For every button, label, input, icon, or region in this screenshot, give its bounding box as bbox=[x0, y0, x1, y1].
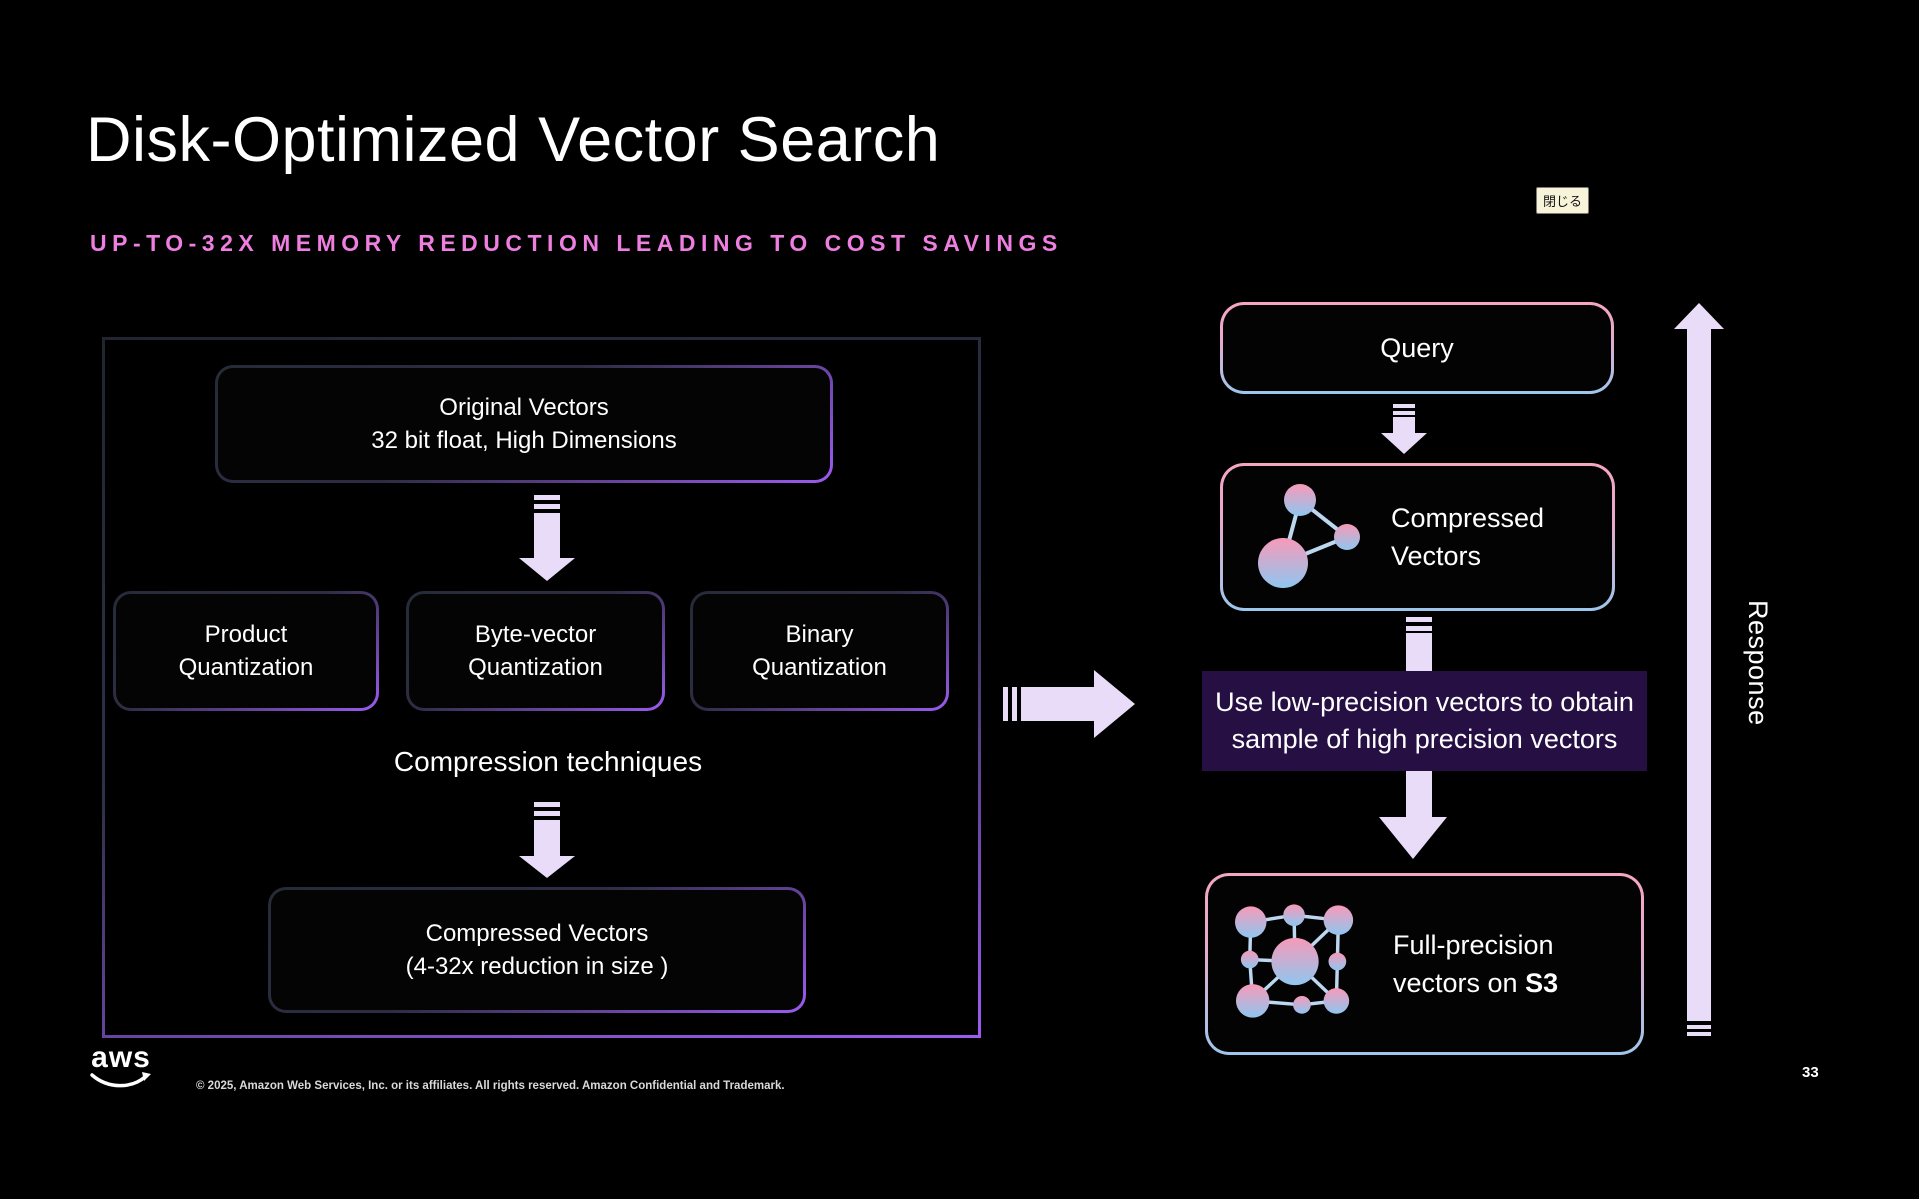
query-label: Query bbox=[1380, 332, 1454, 363]
full-precision-line2-prefix: vectors on bbox=[1393, 968, 1526, 998]
original-vectors-line2: 32 bit float, High Dimensions bbox=[371, 427, 677, 454]
down-block-arrow-icon bbox=[519, 802, 575, 878]
full-precision-line1: Full-precision bbox=[1393, 930, 1554, 960]
page-title: Disk-Optimized Vector Search bbox=[86, 105, 941, 175]
query-box: Query bbox=[1220, 302, 1614, 394]
page-subtitle: UP-TO-32X MEMORY REDUCTION LEADING TO CO… bbox=[90, 230, 1063, 256]
network-nodes-icon bbox=[1234, 903, 1354, 1018]
full-precision-line2: vectors on S3 bbox=[1393, 964, 1558, 1002]
binary-quantization-line1: Binary bbox=[785, 621, 854, 648]
byte-vector-quantization-box: Byte-vector Quantization bbox=[406, 591, 665, 711]
byte-vector-quantization-line1: Byte-vector bbox=[474, 621, 597, 648]
aws-logo: aws bbox=[86, 1041, 156, 1095]
product-quantization-line1: Product bbox=[204, 621, 288, 648]
product-quantization-line2: Quantization bbox=[178, 654, 314, 681]
compressed-vectors-result-line2: (4-32x reduction in size ) bbox=[405, 953, 669, 980]
compression-techniques-label: Compression techniques bbox=[393, 746, 703, 777]
compression-panel: Original Vectors 32 bit float, High Dime… bbox=[102, 337, 981, 1038]
product-quantization-box: Product Quantization bbox=[113, 591, 379, 711]
graph-nodes-icon bbox=[1258, 483, 1360, 588]
compressed-vectors-box: Compressed Vectors bbox=[1220, 463, 1615, 611]
full-precision-s3: S3 bbox=[1525, 968, 1559, 998]
original-vectors-box: Original Vectors 32 bit float, High Dime… bbox=[215, 365, 833, 483]
page-number: 33 bbox=[1802, 1064, 1819, 1081]
down-block-arrow-icon bbox=[519, 495, 575, 581]
binary-quantization-line2: Quantization bbox=[752, 654, 887, 681]
full-precision-box: Full-precision vectors on S3 bbox=[1205, 873, 1644, 1055]
compressed-vectors-result-line1: Compressed Vectors bbox=[425, 920, 649, 947]
compressed-vectors-result-box: Compressed Vectors (4-32x reduction in s… bbox=[268, 887, 806, 1013]
footer-copyright: © 2025, Amazon Web Services, Inc. or its… bbox=[196, 1080, 785, 1092]
byte-vector-quantization-line2: Quantization bbox=[468, 654, 603, 681]
compressed-vectors-label-line1: Compressed bbox=[1391, 503, 1545, 533]
down-block-arrow-icon bbox=[1381, 404, 1427, 454]
aws-logo-text: aws bbox=[91, 1041, 151, 1074]
low-precision-callout: Use low-precision vectors to obtain samp… bbox=[1202, 671, 1647, 771]
aws-smile-icon bbox=[90, 1072, 151, 1088]
close-button[interactable]: 閉じる bbox=[1536, 187, 1590, 214]
original-vectors-line1: Original Vectors bbox=[439, 394, 609, 421]
right-block-arrow-icon bbox=[1003, 670, 1135, 738]
binary-quantization-box: Binary Quantization bbox=[690, 591, 949, 711]
response-label: Response bbox=[1743, 600, 1773, 726]
compressed-vectors-label-line2: Vectors bbox=[1391, 541, 1482, 571]
up-block-arrow-icon bbox=[1674, 303, 1724, 1036]
